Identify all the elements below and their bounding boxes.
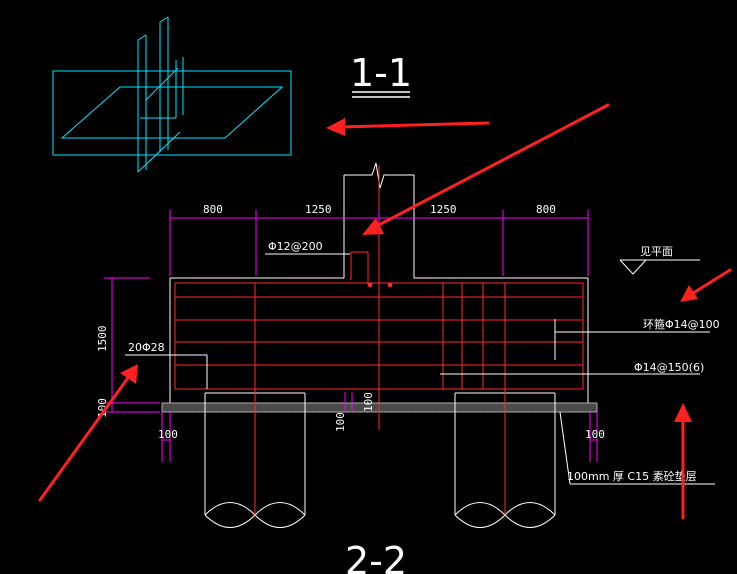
dim-top-3: 1250 [430,203,457,216]
label-cushion: 100mm 厚 C15 素砼垫层 [567,469,697,483]
dim-top-1: 800 [203,203,223,216]
dim-edge-right: 100 [585,428,605,441]
dim-cushion-left: 100 [96,398,109,418]
dim-top-4: 800 [536,203,556,216]
pile-cap-outline [169,277,589,403]
dim-height: 1500 [96,326,109,353]
leader-lines [125,253,715,485]
dim-edge-left: 100 [158,428,178,441]
dimension-lines [104,210,598,462]
iso-view [52,16,292,173]
label-see-plan: 见平面 [640,245,673,258]
dim-top-2: 1250 [305,203,332,216]
label-stirrup: 环箍Φ14@100 [643,317,720,331]
dim-cushion-mid2: 100 [362,392,375,412]
label-side-rebar: 20Φ28 [128,341,165,354]
piles [204,392,556,528]
label-column-rebar: Φ12@200 [268,240,323,253]
rebar-cage [174,165,584,515]
markup-arrows [38,103,732,520]
dim-cushion-mid: 100 [334,412,347,432]
label-bottom-rebar: Φ14@150(6) [634,361,704,374]
section-title: 1-1 [350,51,412,95]
section-title-bottom: 2-2 [345,539,407,574]
column-outline [343,162,415,278]
